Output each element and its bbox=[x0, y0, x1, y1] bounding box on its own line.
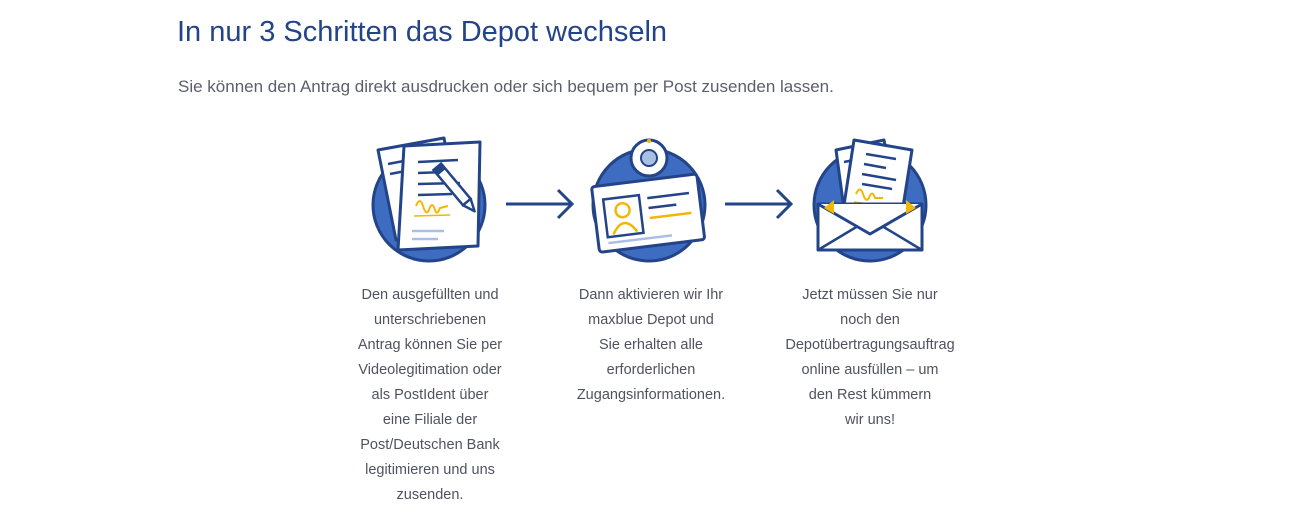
arrow-right-icon bbox=[502, 186, 578, 222]
signed-documents-icon bbox=[360, 128, 500, 268]
video-id-card-icon bbox=[579, 128, 719, 268]
envelope-documents-icon bbox=[800, 128, 940, 268]
step-1-text: Den ausgefüllten und unterschriebenen An… bbox=[357, 287, 503, 503]
arrow-right-icon bbox=[721, 186, 797, 222]
page-title: In nur 3 Schritten das Depot wechseln bbox=[177, 16, 668, 48]
intro-text: Sie können den Antrag direkt ausdrucken … bbox=[178, 77, 834, 96]
step-3-text: Jetzt müssen Sie nur noch den Depotübert… bbox=[785, 287, 955, 428]
step-2-text: Dann aktivieren wir Ihr maxblue Depot un… bbox=[576, 287, 726, 403]
